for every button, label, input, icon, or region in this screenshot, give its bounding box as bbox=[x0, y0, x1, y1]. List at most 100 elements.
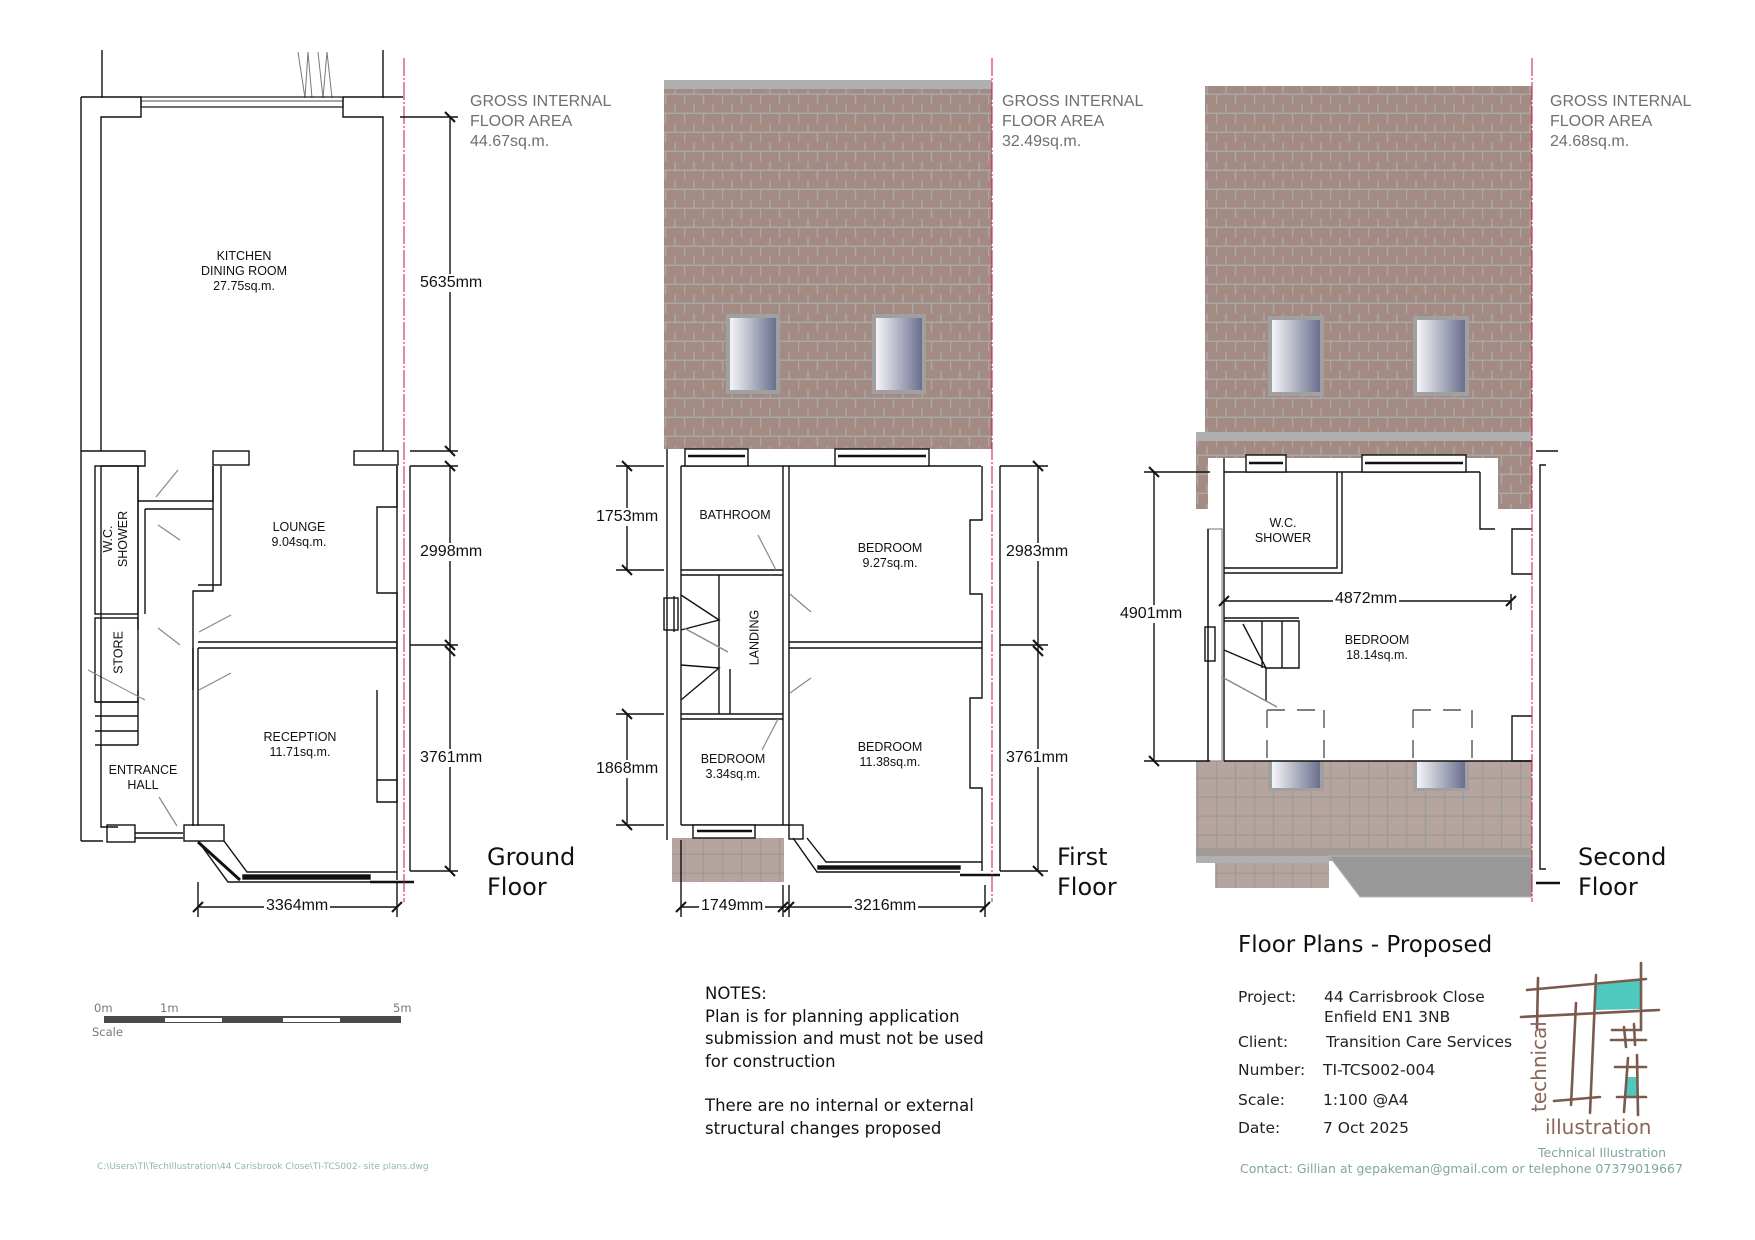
dimension-small-bedroom-depth: 1868mm bbox=[594, 760, 661, 778]
room-area: 3.34sq.m. bbox=[705, 767, 761, 781]
drawing-title: Floor Plans - Proposed bbox=[1238, 932, 1493, 958]
room-label-kitchen: KITCHEN DINING ROOM 27.75sq.m. bbox=[194, 249, 294, 294]
title-block-client: Transition Care Services bbox=[1326, 1033, 1513, 1051]
gia-heading-line2: FLOOR AREA bbox=[1550, 113, 1653, 130]
floor-label-line: Floor bbox=[487, 873, 547, 901]
scale-bar-label-5: 5m bbox=[393, 1001, 412, 1015]
room-label-second-wc-shower: W.C. SHOWER bbox=[1243, 516, 1323, 546]
gia-label-second: GROSS INTERNAL FLOOR AREA 24.68sq.m. bbox=[1550, 92, 1691, 152]
gia-value: 32.49sq.m. bbox=[1002, 133, 1082, 150]
room-name: RECEPTION bbox=[263, 730, 337, 744]
room-label-bedroom-small: BEDROOM 3.34sq.m. bbox=[693, 752, 773, 782]
dimension-first-left-width: 1749mm bbox=[699, 897, 766, 915]
first-floor-roof bbox=[664, 80, 992, 882]
notes-block: NOTES: Plan is for planning application … bbox=[705, 983, 984, 1140]
second-floor-roof bbox=[1196, 86, 1533, 898]
room-name: BEDROOM bbox=[857, 740, 923, 754]
room-name: SHOWER bbox=[1254, 531, 1312, 545]
gia-heading-line1: GROSS INTERNAL bbox=[1550, 93, 1692, 110]
title-block-scale: 1:100 @A4 bbox=[1323, 1091, 1409, 1109]
room-label-bedroom-front: BEDROOM 11.38sq.m. bbox=[850, 740, 930, 770]
title-block-client-label: Client: bbox=[1238, 1033, 1289, 1051]
room-name: STORE bbox=[111, 631, 126, 674]
gia-value: 24.68sq.m. bbox=[1550, 133, 1630, 150]
room-label-landing: LANDING bbox=[748, 603, 763, 673]
room-name: KITCHEN bbox=[216, 249, 272, 263]
notes-line: Plan is for planning application bbox=[705, 1006, 960, 1026]
title-block-project-line2: Enfield EN1 3NB bbox=[1324, 1008, 1451, 1026]
scale-bar-label-0: 0m bbox=[94, 1001, 113, 1015]
room-label-bathroom: BATHROOM bbox=[690, 508, 780, 523]
title-block-project-line1: 44 Carrisbrook Close bbox=[1324, 988, 1485, 1006]
room-area: 9.27sq.m. bbox=[862, 556, 918, 570]
scale-bar bbox=[104, 1016, 401, 1023]
gia-value: 44.67sq.m. bbox=[470, 133, 550, 150]
floor-label-line: Second bbox=[1578, 843, 1667, 871]
second-floor-plan bbox=[1144, 58, 1560, 902]
room-label-store: STORE bbox=[112, 628, 127, 678]
notes-line: submission and must not be used bbox=[705, 1029, 984, 1048]
scale-bar-label-1: 1m bbox=[160, 1001, 179, 1015]
room-name: BEDROOM bbox=[857, 541, 923, 555]
gia-label-ground: GROSS INTERNAL FLOOR AREA 44.67sq.m. bbox=[470, 92, 611, 152]
file-path: C:\Users\TI\TechIllustration\44 Carisbro… bbox=[97, 1162, 429, 1172]
title-block-number: TI-TCS002-004 bbox=[1323, 1061, 1436, 1079]
dimension-kitchen-depth: 5635mm bbox=[418, 274, 485, 292]
title-block-scale-label: Scale: bbox=[1238, 1091, 1285, 1109]
room-name: ENTRANCE bbox=[108, 763, 178, 777]
room-label-lounge: LOUNGE 9.04sq.m. bbox=[259, 520, 339, 550]
title-block-date-label: Date: bbox=[1238, 1119, 1281, 1137]
room-label-reception: RECEPTION 11.71sq.m. bbox=[255, 730, 345, 760]
dimension-second-width: 4872mm bbox=[1333, 590, 1400, 608]
floor-label-second: Second Floor bbox=[1578, 842, 1666, 902]
floor-label-first: First Floor bbox=[1057, 842, 1117, 902]
ground-floor-plan bbox=[80, 50, 458, 917]
logo-caption: Technical Illustration bbox=[1538, 1145, 1667, 1160]
logo-word-technical: technical bbox=[1527, 1021, 1551, 1112]
title-block-date: 7 Oct 2025 bbox=[1323, 1119, 1409, 1137]
room-label-wc-shower: W.C. SHOWER bbox=[101, 509, 131, 569]
gia-heading-line2: FLOOR AREA bbox=[470, 113, 573, 130]
room-name: BEDROOM bbox=[1344, 633, 1410, 647]
room-name: BEDROOM bbox=[700, 752, 766, 766]
room-name: W.C. bbox=[101, 525, 115, 553]
scale-bar-caption: Scale bbox=[92, 1025, 123, 1039]
room-label-second-bedroom: BEDROOM 18.14sq.m. bbox=[1337, 633, 1417, 663]
dimension-bathroom-depth: 1753mm bbox=[594, 508, 661, 526]
notes-heading: NOTES: bbox=[705, 984, 767, 1003]
room-label-bedroom-rear: BEDROOM 9.27sq.m. bbox=[850, 541, 930, 571]
dimension-rear-bedroom-depth: 2983mm bbox=[1004, 543, 1071, 561]
dimension-second-depth: 4901mm bbox=[1118, 605, 1185, 623]
contact-line: Contact: Gillian at gepakeman@gmail.com … bbox=[1240, 1161, 1683, 1176]
room-name: LOUNGE bbox=[272, 520, 326, 534]
technical-illustration-logo bbox=[1519, 961, 1661, 1117]
room-name: LANDING bbox=[747, 609, 762, 666]
room-area: 9.04sq.m. bbox=[271, 535, 327, 549]
floor-label-ground: Ground Floor bbox=[487, 842, 575, 902]
dimension-front-bedroom-depth: 3761mm bbox=[1004, 749, 1071, 767]
dimension-reception-depth: 3761mm bbox=[418, 749, 485, 767]
notes-line: structural changes proposed bbox=[705, 1118, 942, 1138]
title-block-number-label: Number: bbox=[1238, 1061, 1306, 1079]
floor-label-line: Floor bbox=[1578, 873, 1638, 901]
room-name: HALL bbox=[127, 778, 159, 792]
floor-label-line: Floor bbox=[1057, 873, 1117, 901]
room-name: DINING ROOM bbox=[200, 264, 288, 278]
gia-heading-line1: GROSS INTERNAL bbox=[1002, 93, 1144, 110]
dimension-ground-width: 3364mm bbox=[264, 897, 331, 915]
gia-label-first: GROSS INTERNAL FLOOR AREA 32.49sq.m. bbox=[1002, 92, 1143, 152]
title-block-project-label: Project: bbox=[1238, 988, 1297, 1006]
dimension-first-right-width: 3216mm bbox=[852, 897, 919, 915]
room-area: 11.71sq.m. bbox=[269, 745, 331, 759]
floor-label-line: Ground bbox=[487, 843, 576, 871]
room-name: SHOWER bbox=[116, 510, 130, 568]
room-name: W.C. bbox=[1269, 516, 1297, 530]
room-label-entrance-hall: ENTRANCE HALL bbox=[103, 763, 183, 793]
room-area: 27.75sq.m. bbox=[213, 279, 275, 293]
logo-word-illustration: illustration bbox=[1545, 1115, 1652, 1139]
notes-line: There are no internal or external bbox=[705, 1096, 974, 1115]
gia-heading-line2: FLOOR AREA bbox=[1002, 113, 1105, 130]
room-name: BATHROOM bbox=[699, 508, 771, 522]
notes-line: for construction bbox=[705, 1051, 836, 1071]
